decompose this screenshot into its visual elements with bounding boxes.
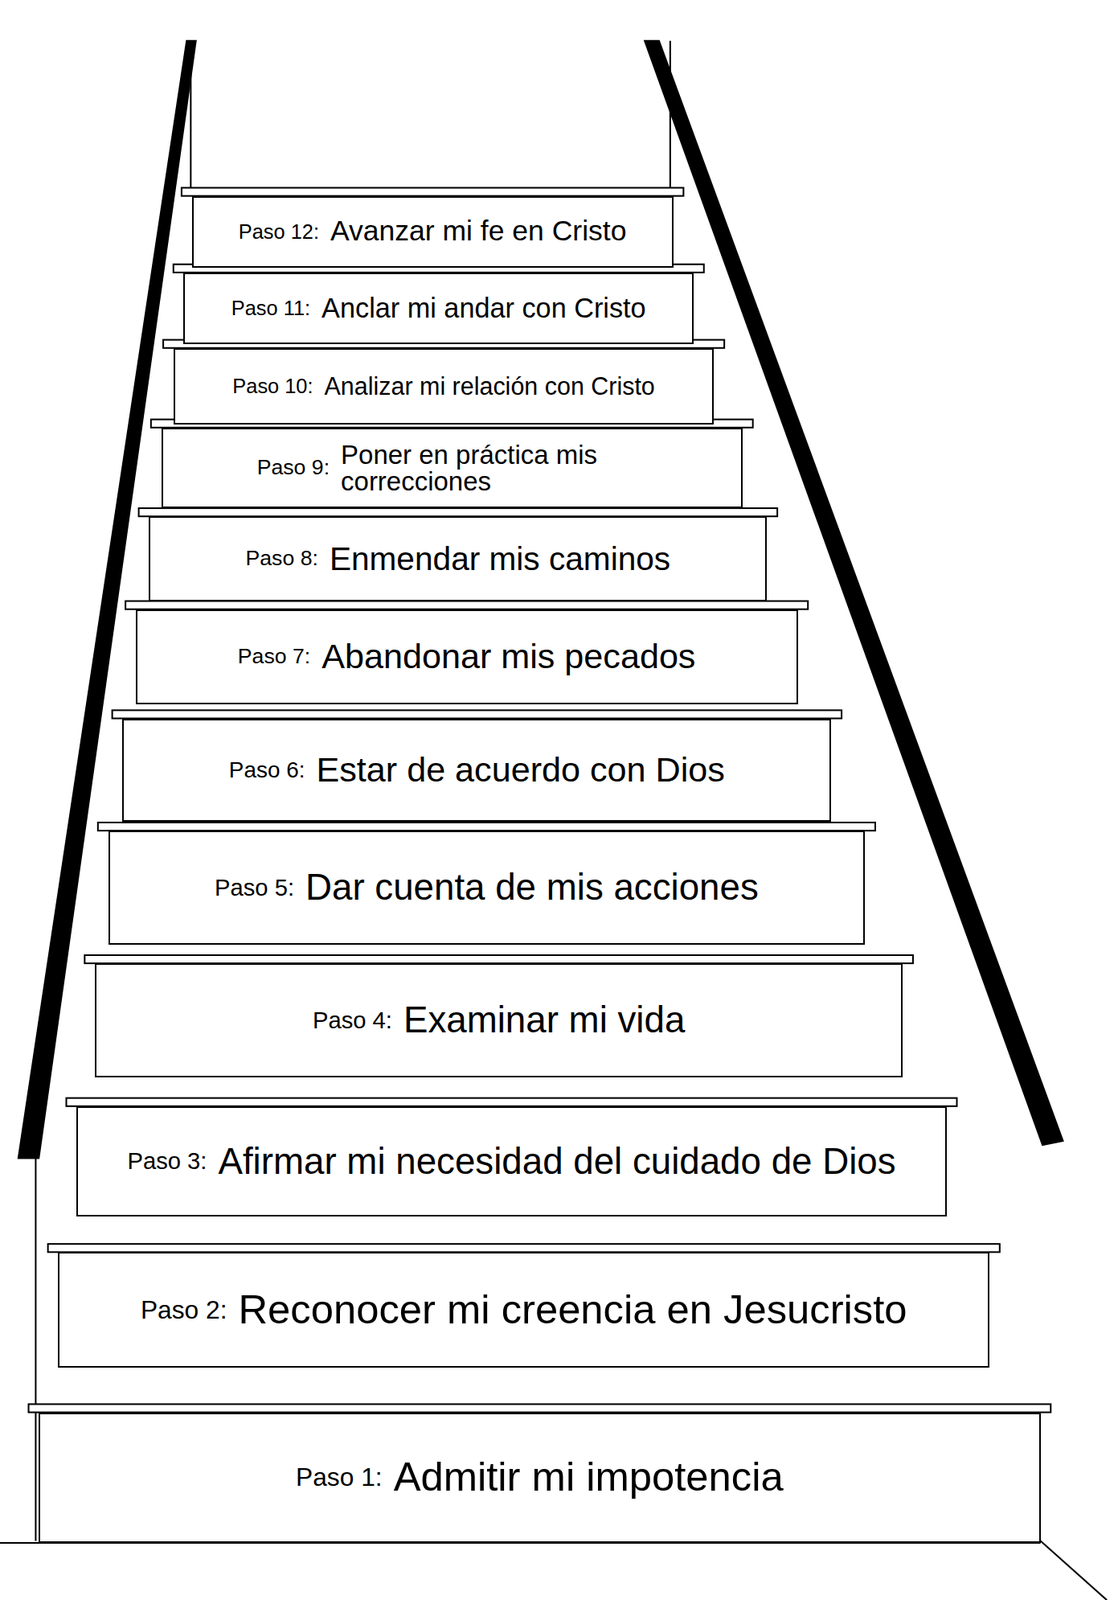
stair-step: Paso 2: Reconocer mi creencia en Jesucris… bbox=[57, 1251, 990, 1367]
stair-step: Paso 11: Anclar mi andar con Cristo bbox=[183, 272, 694, 344]
step-number: Paso 5: bbox=[214, 874, 295, 901]
step-number: Paso 4: bbox=[312, 1007, 393, 1034]
step-number: Paso 2: bbox=[140, 1294, 228, 1325]
stair-tread bbox=[84, 954, 914, 963]
step-number: Paso 8: bbox=[245, 545, 319, 571]
step-label: Avanzar mi fe en Cristo bbox=[330, 217, 627, 246]
stair-step: Paso 4: Examinar mi vida bbox=[94, 962, 903, 1078]
stair-tread bbox=[139, 507, 779, 516]
stair-step: Paso 6: Estar de acuerdo con Dios bbox=[122, 718, 832, 822]
stair-step: Paso 10: Analizar mi relación con Cristo bbox=[173, 348, 715, 425]
step-label: Afirmar mi necesidad del cuidado de Dios bbox=[217, 1142, 896, 1180]
stair-tread bbox=[48, 1243, 1000, 1252]
stair-step: Paso 5: Dar cuenta de mis acciones bbox=[108, 830, 866, 945]
step-number: Paso 3: bbox=[126, 1147, 207, 1175]
step-label: Examinar mi vida bbox=[403, 1001, 685, 1039]
step-number: Paso 10: bbox=[232, 374, 313, 398]
step-label: Admitir mi impotencia bbox=[393, 1456, 784, 1498]
floor-line bbox=[1040, 1539, 1107, 1600]
step-label: Analizar mi relación con Cristo bbox=[324, 373, 656, 398]
step-label: Dar cuenta de mis acciones bbox=[305, 868, 759, 906]
step-number: Paso 1: bbox=[295, 1462, 383, 1492]
step-label: Poner en práctica mis correcciones bbox=[340, 441, 648, 495]
step-label: Anclar mi andar con Cristo bbox=[321, 294, 647, 322]
stair-tread bbox=[28, 1403, 1052, 1412]
step-number: Paso 6: bbox=[229, 757, 306, 783]
stair-step: Paso 9: Poner en práctica mis correccione… bbox=[161, 427, 743, 508]
stair-tread bbox=[125, 601, 808, 610]
stair-step: Paso 12: Avanzar mi fe en Cristo bbox=[192, 196, 674, 268]
stair-step: Paso 3: Afirmar mi necesidad del cuidado … bbox=[76, 1105, 947, 1217]
step-label: Enmendar mis caminos bbox=[329, 542, 671, 576]
stair-tread bbox=[98, 822, 876, 831]
step-number: Paso 7: bbox=[237, 643, 311, 669]
step-number: Paso 12: bbox=[238, 220, 320, 244]
stair-step: Paso 7: Abandonar mis pecados bbox=[135, 609, 799, 705]
step-number: Paso 9: bbox=[257, 454, 330, 480]
stair-step: Paso 1: Admitir mi impotencia bbox=[38, 1412, 1041, 1543]
stair-tread bbox=[65, 1097, 957, 1106]
step-label: Estar de acuerdo con Dios bbox=[315, 752, 725, 787]
wall-line bbox=[34, 1158, 37, 1541]
stair-tread bbox=[181, 188, 684, 197]
stair-step: Paso 8: Enmendar mis caminos bbox=[148, 516, 767, 601]
step-label: Reconocer mi creencia en Jesucristo bbox=[237, 1289, 907, 1331]
step-label: Abandonar mis pecados bbox=[321, 638, 696, 674]
stair-tread bbox=[112, 709, 842, 718]
step-number: Paso 11: bbox=[231, 296, 311, 320]
wall-line bbox=[669, 40, 672, 192]
